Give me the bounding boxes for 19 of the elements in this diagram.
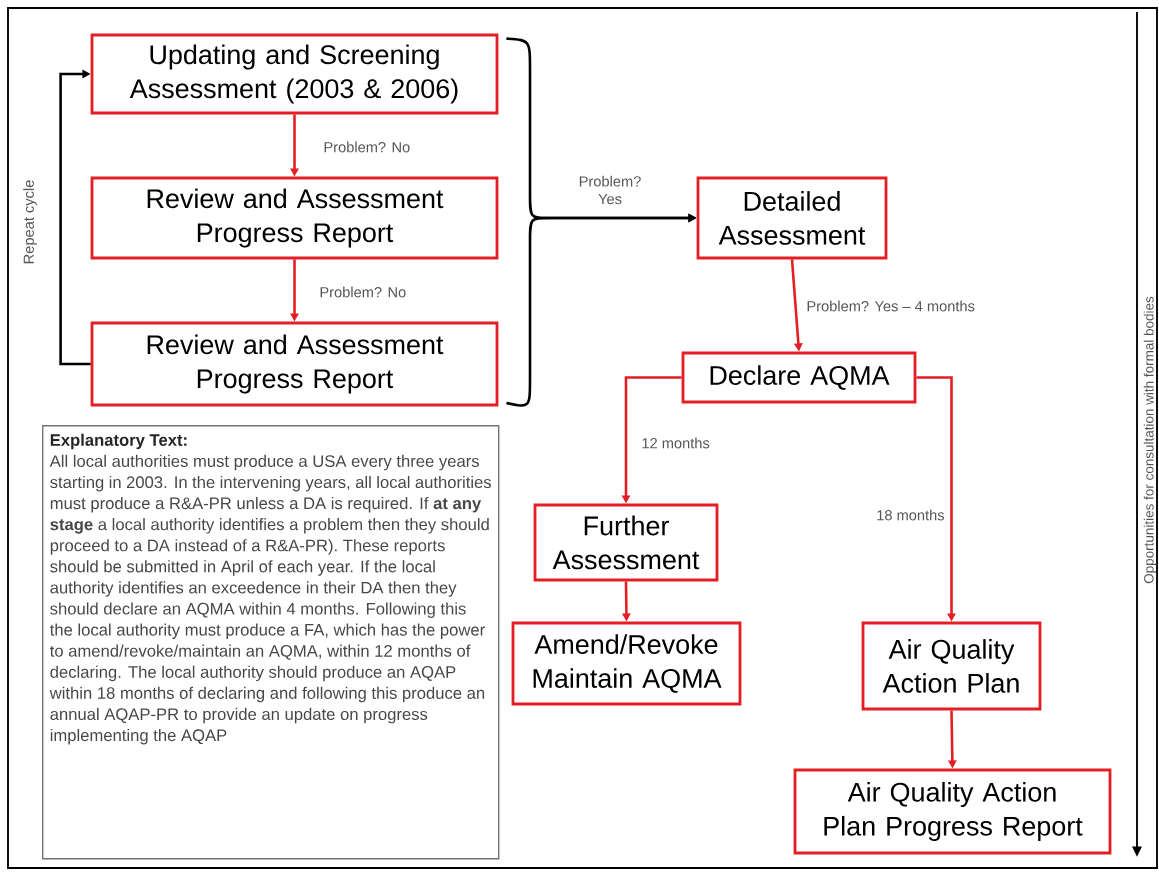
process-box: Air Quality Action Plan: [861, 621, 1042, 711]
process-box: Updating and Screening Assessment (2003 & 2006): [90, 33, 499, 115]
process-box: Review and Assessment Progress Report: [90, 321, 499, 407]
arrow: [59, 69, 91, 366]
edge-label: Problem? No: [322, 140, 412, 154]
process-box: Further Assessment: [533, 503, 719, 582]
process-box: Air Quality Action Plan Progress Report: [793, 768, 1112, 855]
edge-label: Problem? No: [318, 285, 408, 299]
process-box: Detailed Assessment: [696, 176, 888, 260]
edge-label: Problem? Yes – 4 months: [805, 299, 977, 313]
edge-label: Problem? Yes: [572, 174, 648, 206]
edge-label: 12 months: [640, 436, 711, 450]
side-label: Opportunities for consultation with formal bodies: [1143, 296, 1157, 584]
text-box: Explanatory Text: All local authorities must produce a USA every three years starting in 2003. In the intervening years, all local authorities must produce a R&A-PR unless a DA is required. If at any stage a local authority identifies a problem then they should proceed to a DA instead of a R&A-PR). These reports should be submitted in April of each year. If the local authority identifies an exceedence in their DA then they should declare an AQMA within 4 months. Following this the local authority must produce a FA, which has the power to amend/revoke/maintain an AQMA, within 12 months of declaring. The local authority should produce an AQAP within 18 months of declaring and following this produce an annual AQAP-PR to provide an update on progress implementing the AQAP: [42, 425, 500, 860]
edge-label: Repeat cycle: [22, 178, 38, 266]
process-box: Review and Assessment Progress Report: [90, 176, 499, 260]
process-box: Declare AQMA: [681, 351, 917, 404]
edge-label: 18 months: [875, 508, 946, 522]
process-box: Amend/Revoke Maintain AQMA: [511, 621, 742, 706]
